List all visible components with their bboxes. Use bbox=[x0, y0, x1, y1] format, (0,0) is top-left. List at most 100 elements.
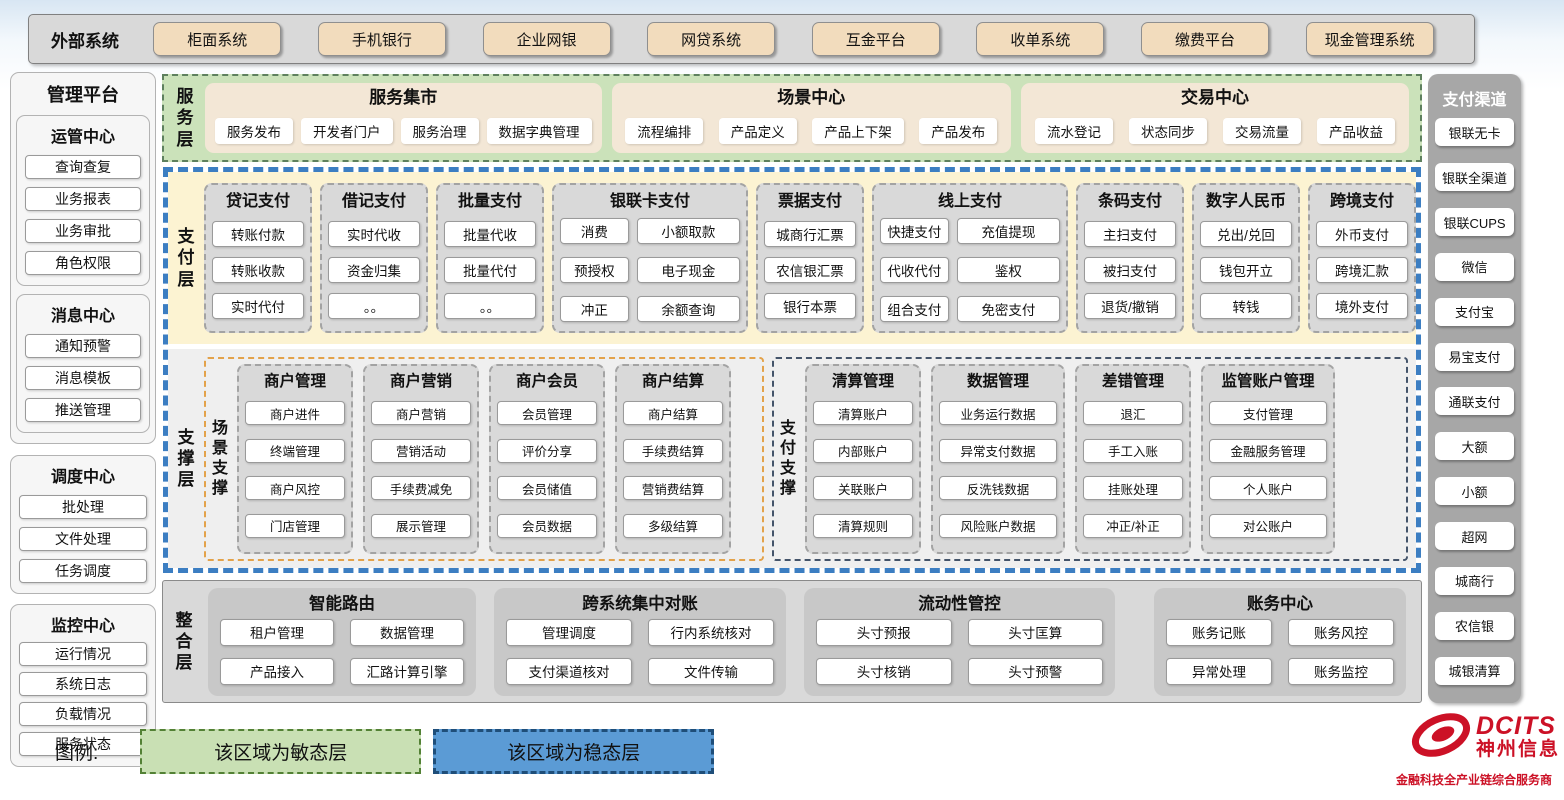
module-box: 文件传输 bbox=[648, 657, 774, 685]
module-box: 银行本票 bbox=[764, 293, 856, 319]
module-box: 余额查询 bbox=[636, 296, 740, 323]
group-title: 服务集市 bbox=[369, 88, 438, 107]
module-box: 产品接入 bbox=[220, 657, 334, 685]
support-column: 商户会员 会员管理 评价分享 会员储值 会员数据 bbox=[489, 363, 605, 554]
module-box: 钱包开立 bbox=[1200, 257, 1292, 283]
logo-tagline: 金融科技全产业链综合服务商 bbox=[1395, 773, 1552, 787]
module-box: 预授权 bbox=[560, 256, 629, 283]
channel-box: 小额 bbox=[1435, 477, 1514, 506]
group-items: 批量代收 批量代付 。。 bbox=[444, 216, 536, 328]
group-items: 流水登记 状态同步 交易流量 产品收益 bbox=[1031, 111, 1399, 151]
integration-layer: 整合层 智能路由 租户管理 数据管理 产品接入 汇路计算引擎 跨系统集中对账 管… bbox=[162, 580, 1422, 703]
service-layer-label: 服务层 bbox=[176, 87, 194, 149]
group-title: 条码支付 bbox=[1097, 193, 1162, 210]
legend-stable-box: 该区域为稳态层 bbox=[433, 729, 715, 774]
module-box: 手续费结算 bbox=[623, 438, 723, 463]
module-box: 汇路计算引擎 bbox=[350, 657, 464, 685]
group-items: 转账付款 转账收款 实时代付 bbox=[212, 216, 304, 328]
management-group-message: 消息中心 通知预警 消息模板 推送管理 bbox=[16, 294, 150, 433]
integration-group: 跨系统集中对账 管理调度 行内系统核对 支付渠道核对 文件传输 bbox=[494, 587, 786, 696]
module-box: 风险账户数据 bbox=[939, 513, 1057, 538]
module-box: 多级结算 bbox=[623, 513, 723, 538]
support-column: 清算管理 清算账户 内部账户 关联账户 清算规则 bbox=[805, 363, 921, 554]
group-title: 商户营销 bbox=[389, 372, 452, 390]
module-box: 服务状态 bbox=[19, 732, 147, 756]
module-box: 关联账户 bbox=[813, 476, 913, 501]
payment-group: 借记支付 实时代收 资金归集 。。 bbox=[320, 183, 428, 333]
group-title: 贷记支付 bbox=[225, 193, 290, 210]
module-box: 业务报表 bbox=[25, 187, 141, 211]
module-box: 交易流量 bbox=[1223, 118, 1301, 144]
module-box: 会员数据 bbox=[497, 513, 597, 538]
module-box: 产品定义 bbox=[718, 118, 797, 144]
module-box: 数据字典管理 bbox=[486, 118, 592, 144]
management-platform-box: 管理平台 运管中心 查询查复 业务报表 业务审批 角色权限 消息中心 通知预警 … bbox=[10, 72, 156, 444]
payment-support-label: 支付支撑 bbox=[779, 419, 796, 497]
support-column: 商户结算 商户结算 手续费结算 营销费结算 多级结算 bbox=[615, 363, 731, 554]
module-box: 退汇 bbox=[1083, 401, 1183, 426]
integration-group: 流动性管控 头寸预报 头寸匡算 头寸核销 头寸预警 bbox=[804, 587, 1115, 696]
module-box: 业务运行数据 bbox=[939, 401, 1057, 426]
support-column: 差错管理 退汇 手工入账 挂账处理 冲正/补正 bbox=[1075, 363, 1191, 554]
module-box: 流水登记 bbox=[1035, 118, 1113, 144]
dcits-logo: DCITS 神州信息 金融科技全产业链综合服务商 bbox=[1388, 708, 1560, 788]
module-box: 账务监控 bbox=[1288, 657, 1394, 685]
group-items: 退汇 手工入账 挂账处理 冲正/补正 bbox=[1083, 395, 1183, 549]
module-box: 实时代付 bbox=[212, 293, 304, 319]
module-box: 批量代收 bbox=[444, 221, 536, 247]
module-box: 转钱 bbox=[1200, 293, 1292, 319]
management-group-ops: 运管中心 查询查复 业务报表 业务审批 角色权限 bbox=[16, 115, 150, 286]
module-box: 对公账户 bbox=[1209, 513, 1327, 538]
channel-box: 银联无卡 bbox=[1435, 118, 1514, 147]
module-box: 冲正/补正 bbox=[1083, 513, 1183, 538]
module-box: 任务调度 bbox=[19, 559, 147, 583]
management-group-monitor: 监控中心 运行情况 系统日志 负载情况 服务状态 bbox=[10, 604, 156, 767]
group-title: 调度中心 bbox=[50, 469, 115, 486]
module-box: 负载情况 bbox=[19, 702, 147, 726]
group-title: 场景中心 bbox=[777, 88, 846, 107]
module-box: 反洗钱数据 bbox=[939, 476, 1057, 501]
module-box: 门店管理 bbox=[245, 513, 345, 538]
group-items: 实时代收 资金归集 。。 bbox=[328, 216, 420, 328]
module-box: 开发者门户 bbox=[301, 118, 393, 144]
group-items: 主扫支付 被扫支付 退货/撤销 bbox=[1084, 216, 1176, 328]
management-platform-title: 管理平台 bbox=[47, 85, 119, 105]
module-box: 消费 bbox=[560, 217, 629, 244]
module-box: 金融服务管理 bbox=[1209, 438, 1327, 463]
external-system-box: 缴费平台 bbox=[1141, 22, 1270, 56]
module-box: 批处理 bbox=[19, 495, 147, 519]
group-title: 跨境支付 bbox=[1329, 193, 1394, 210]
module-box: 营销费结算 bbox=[623, 476, 723, 501]
group-items: 消费 小额取款 预授权 电子现金 冲正 余额查询 bbox=[560, 216, 740, 328]
payment-layer-label: 支付层 bbox=[177, 227, 195, 289]
module-box: 会员管理 bbox=[497, 401, 597, 426]
group-items: 商户结算 手续费结算 营销费结算 多级结算 bbox=[623, 395, 723, 549]
module-box: 手续费减免 bbox=[371, 476, 471, 501]
module-box: 清算规则 bbox=[813, 513, 913, 538]
module-box: 免密支付 bbox=[956, 296, 1060, 323]
module-box: 头寸核销 bbox=[816, 657, 952, 685]
group-title: 流动性管控 bbox=[918, 594, 1001, 613]
external-system-box: 现金管理系统 bbox=[1305, 22, 1434, 56]
payment-group: 贷记支付 转账付款 转账收款 实时代付 bbox=[204, 183, 312, 333]
group-title: 差错管理 bbox=[1101, 372, 1164, 390]
group-items: 头寸预报 头寸匡算 头寸核销 头寸预警 bbox=[816, 618, 1103, 694]
group-title: 借记支付 bbox=[341, 193, 406, 210]
channel-box: 微信 bbox=[1435, 252, 1514, 281]
channel-box: 银联全渠道 bbox=[1435, 163, 1514, 192]
logo-name: 神州信息 bbox=[1475, 739, 1560, 761]
module-box: 资金归集 bbox=[328, 257, 420, 283]
module-box: 文件处理 bbox=[19, 527, 147, 551]
management-group-schedule: 调度中心 批处理 文件处理 任务调度 bbox=[10, 455, 156, 594]
module-box: 充值提现 bbox=[956, 217, 1060, 244]
module-box: 会员储值 bbox=[497, 476, 597, 501]
group-title: 监管账户管理 bbox=[1221, 372, 1315, 390]
integration-group: 智能路由 租户管理 数据管理 产品接入 汇路计算引擎 bbox=[208, 587, 476, 696]
external-system-box: 手机银行 bbox=[317, 22, 446, 56]
module-box: 头寸匡算 bbox=[967, 618, 1103, 646]
group-title: 账务中心 bbox=[1247, 594, 1313, 613]
channel-box: 农信银 bbox=[1435, 611, 1514, 640]
group-title: 商户管理 bbox=[263, 372, 326, 390]
group-title: 批量支付 bbox=[457, 193, 522, 210]
module-box: 转账收款 bbox=[212, 257, 304, 283]
